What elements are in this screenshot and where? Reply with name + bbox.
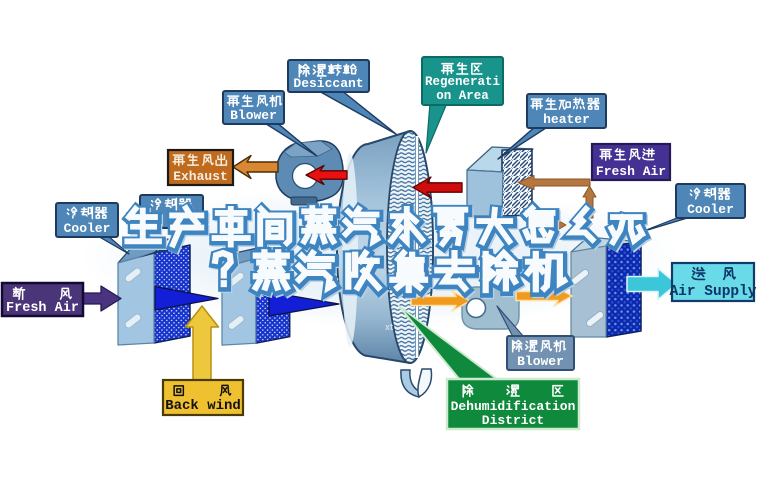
svg-text:District: District <box>482 413 544 428</box>
svg-text:Desiccant: Desiccant <box>293 76 363 91</box>
svg-text:Regenerati: Regenerati <box>425 75 500 89</box>
svg-text:Air Supply: Air Supply <box>669 284 756 300</box>
svg-text:Exhaust: Exhaust <box>173 169 228 184</box>
svg-text:Dehumidification: Dehumidification <box>451 399 576 414</box>
svg-text:xt: xt <box>385 322 393 332</box>
svg-text:Blower: Blower <box>230 108 277 123</box>
svg-text:Cooler: Cooler <box>64 221 111 236</box>
svg-text:Fresh Air: Fresh Air <box>6 301 79 316</box>
svg-text:Blower: Blower <box>517 354 564 369</box>
svg-text:Fresh Air: Fresh Air <box>596 164 666 179</box>
svg-text:Back wind: Back wind <box>165 398 241 414</box>
svg-text:on Area: on Area <box>436 89 489 103</box>
svg-text:Cooler: Cooler <box>687 202 734 217</box>
svg-text:heater: heater <box>543 112 590 127</box>
